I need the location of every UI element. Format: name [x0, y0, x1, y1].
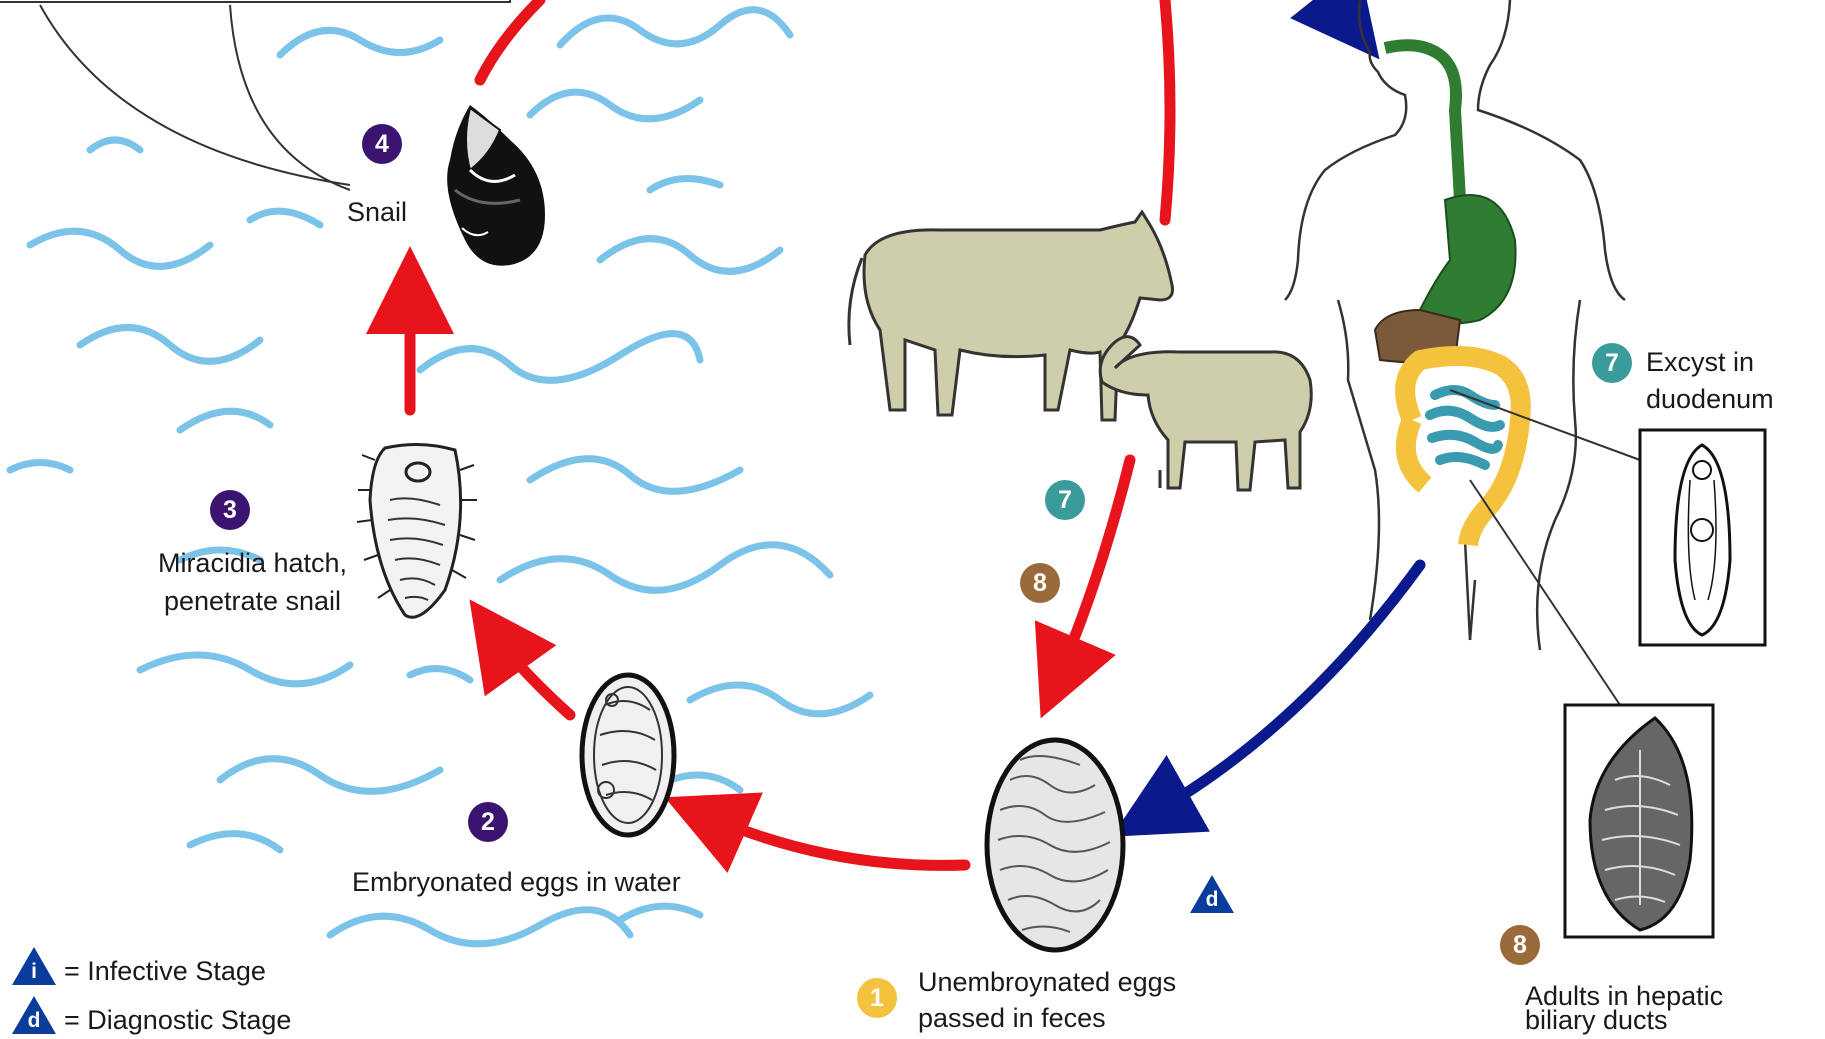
callout-lines [0, 0, 510, 190]
stage-3-badge: 3 [210, 490, 250, 530]
excyst-label-line2: duodenum [1646, 381, 1774, 418]
snail-label: Snail [347, 194, 407, 231]
diagnostic-stage-legend-label: = Diagnostic Stage [64, 1002, 291, 1039]
miracidia-label-line2: penetrate snail [130, 583, 375, 620]
animal-stage-7-badge: 7 [1045, 480, 1085, 520]
embryonated-egg-image [582, 675, 674, 835]
adult-fluke-image [1565, 705, 1713, 937]
adults-stage-8-badge: 8 [1500, 925, 1540, 965]
adults-label-line2: biliary ducts [1525, 1002, 1668, 1039]
diagnostic-marker-letter: d [1204, 888, 1220, 912]
miracidium-image [357, 444, 477, 617]
stage-4-badge: 4 [362, 124, 402, 164]
diagnostic-stage-icon: d [12, 996, 56, 1034]
digestive-tract [1375, 45, 1521, 545]
unembryonated-label-line1: Unembroynated eggs [918, 964, 1176, 1001]
diagnostic-stage-marker: d [1190, 875, 1234, 913]
stage-2-badge: 2 [468, 802, 508, 842]
infective-stage-icon: i [12, 947, 56, 985]
red-arrows [410, 0, 1170, 865]
infective-stage-legend-label: = Infective Stage [64, 953, 266, 990]
animal-stage-8-badge: 8 [1020, 563, 1060, 603]
excyst-stage-7-badge: 7 [1592, 343, 1632, 383]
infective-icon-letter: i [26, 960, 42, 984]
diagnostic-icon-letter: d [26, 1009, 42, 1033]
unembryonated-egg-image [987, 740, 1123, 950]
stage-1-badge: 1 [857, 978, 897, 1018]
miracidia-label-line1: Miracidia hatch, [130, 545, 375, 582]
excyst-label-line1: Excyst in [1646, 344, 1754, 381]
snail-image [447, 105, 545, 266]
unembryonated-label-line2: passed in feces [918, 1000, 1106, 1037]
embryonated-label: Embryonated eggs in water [352, 864, 681, 901]
excysted-fluke-image [1640, 430, 1765, 645]
